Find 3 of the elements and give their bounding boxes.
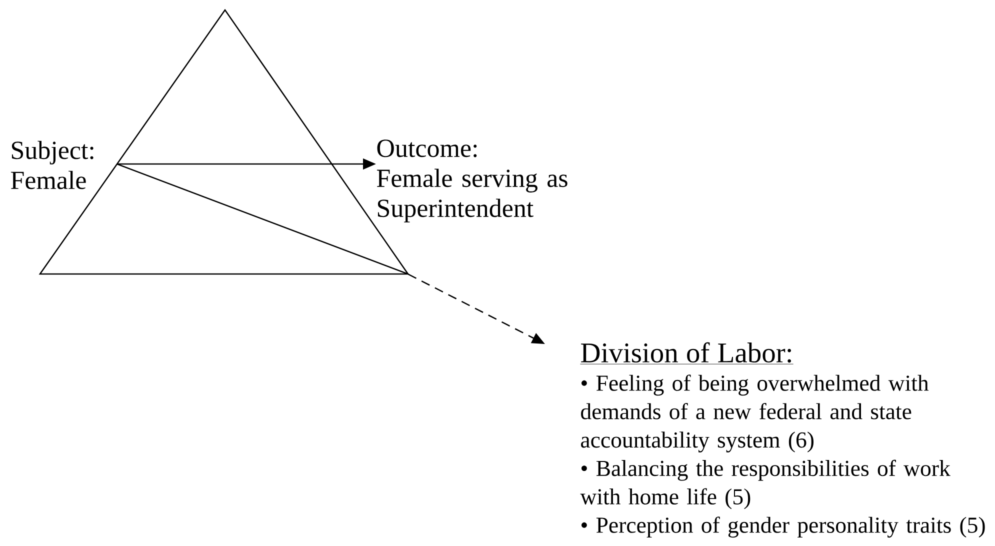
division-of-labor-text: Division of Labor: • Feeling of being overwhelmed with demands of a new federal and state accountability system (6) • Balancing the responsibilities of work with home life (5) • Perception of gender personality traits (5) <box>580 342 985 538</box>
outcome-label: Outcome: Female serving as Superintendent <box>376 140 568 222</box>
subject-label: Subject: Female <box>10 140 94 190</box>
